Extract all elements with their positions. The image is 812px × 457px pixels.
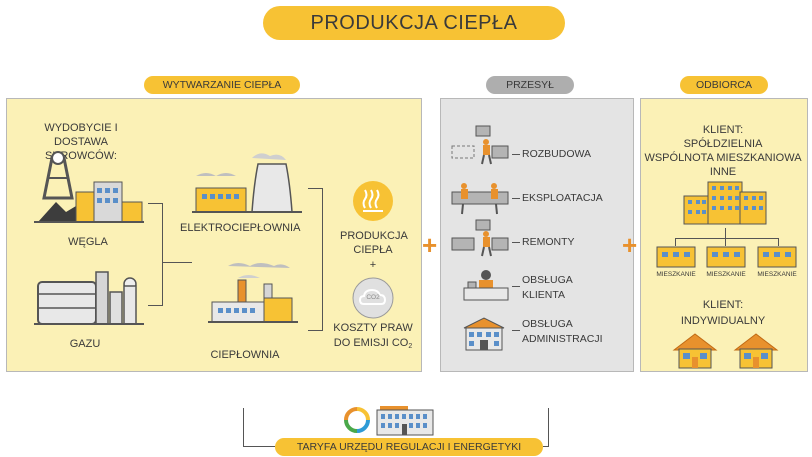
heat-production-label-2: CIEPŁA: [353, 244, 393, 256]
client-label: KLIENT:: [702, 124, 744, 136]
heat-production-label-1: PRODUKCJA: [340, 230, 408, 242]
section-label-generation: WYTWARZANIE CIEPŁA: [144, 76, 300, 94]
administration-building-icon: [463, 317, 505, 351]
plus-sign-1: +: [422, 230, 438, 260]
tariff-label: TARYFA URZĘDU REGULACJI I ENERGETYKI: [275, 438, 543, 456]
co2-costs-label-2: DO EMISJI CO2: [333, 337, 413, 350]
leader-line: [512, 198, 520, 199]
transmission-item-label: REMONTY: [522, 236, 575, 248]
house-icon: [733, 333, 779, 369]
gas-label: GAZU: [69, 338, 101, 350]
co2-icon-label: CO2: [366, 294, 380, 301]
repair-icon: [451, 219, 509, 257]
transmission-item-label: OBSŁUGA: [522, 274, 573, 286]
connector-line: [308, 330, 322, 331]
connector-line: [675, 238, 778, 239]
connector-line: [308, 188, 322, 189]
client-type: SPÓŁDZIELNIA: [683, 138, 763, 150]
customer-service-icon: [463, 270, 509, 301]
connector-line: [243, 408, 244, 446]
coal-label: WĘGLA: [68, 236, 108, 248]
page-title: PRODUKCJA CIEPŁA: [263, 6, 565, 40]
connector-line: [675, 238, 676, 246]
apartment-icon: [757, 246, 797, 268]
chp-plant-icon: [192, 153, 302, 213]
connector-line: [548, 408, 549, 446]
leader-line: [512, 286, 520, 287]
apartment-block-icon: [683, 181, 767, 225]
apartment-label: MIESZKANIE: [656, 271, 696, 278]
regulator-building-icon: [376, 406, 434, 436]
leader-line: [512, 330, 520, 331]
transmission-item-label: EKSPLOATACJA: [522, 192, 603, 204]
expansion-icon: [451, 125, 509, 165]
client-type: INNE: [709, 166, 737, 178]
apartment-label: MIESZKANIE: [706, 271, 746, 278]
operation-icon: [451, 183, 509, 215]
heat-plant-icon: [208, 263, 298, 323]
co2-cloud-icon: [352, 277, 394, 319]
transmission-item-label: OBSŁUGA: [522, 318, 573, 330]
leader-line: [512, 242, 520, 243]
connector-line: [243, 446, 275, 447]
generation-panel: [6, 98, 422, 372]
house-icon: [672, 333, 718, 369]
consumer-panel: [640, 98, 808, 372]
coal-mine-icon: [34, 151, 144, 223]
client-type: WSPÓLNOTA MIESZKANIOWA: [644, 152, 802, 164]
transmission-item-label: ROZBUDOWA: [522, 148, 592, 160]
apartment-icon: [656, 246, 696, 268]
plus-sign-2: +: [622, 230, 638, 260]
connector-line: [778, 238, 779, 246]
transmission-item-label-2: KLIENTA: [522, 289, 565, 301]
heat-icon: [353, 181, 393, 221]
connector-line: [725, 238, 726, 246]
connector-line: [148, 203, 162, 204]
leader-line: [512, 154, 520, 155]
heat-plant-label: CIEPŁOWNIA: [210, 349, 280, 361]
connector-line: [725, 228, 726, 238]
individual-client-type: INDYWIDUALNY: [680, 315, 766, 327]
section-label-transmission: PRZESYŁ: [486, 76, 574, 94]
connector-line: [162, 262, 192, 263]
section-label-consumer: ODBIORCA: [680, 76, 768, 94]
transmission-item-label-2: ADMINISTRACJI: [522, 333, 603, 345]
plus-small: +: [369, 259, 377, 271]
connector-line: [148, 305, 162, 306]
regulator-logo-icon: [344, 407, 370, 433]
gas-plant-icon: [34, 271, 144, 325]
chp-label: ELEKTROCIEPŁOWNIA: [180, 222, 301, 234]
connector-line: [543, 446, 549, 447]
co2-costs-label-1: KOSZTY PRAW: [333, 322, 413, 334]
apartment-icon: [706, 246, 746, 268]
connector-line: [322, 188, 323, 331]
apartment-label: MIESZKANIE: [757, 271, 797, 278]
individual-client-label: KLIENT:: [702, 299, 744, 311]
connector-line: [162, 203, 163, 306]
